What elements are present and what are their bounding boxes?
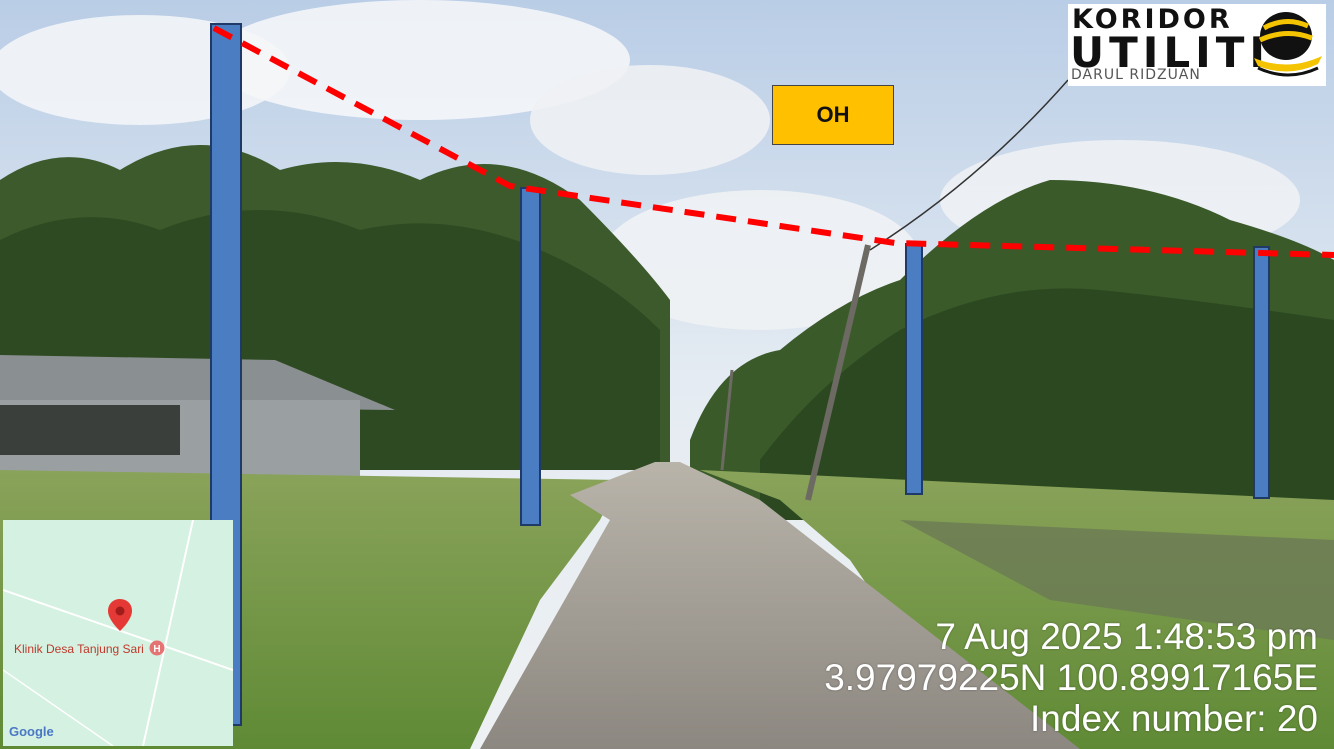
koridor-utiliti-logo: KORIDOR UTILITI DARUL RIDZUAN [1068, 4, 1326, 86]
stamp-coordinates: 3.97979225N 100.89917165E [824, 657, 1318, 698]
pole-3 [905, 243, 923, 495]
photo-stamp: 7 Aug 2025 1:48:53 pm 3.97979225N 100.89… [824, 616, 1318, 739]
globe-emblem-icon [1254, 12, 1322, 77]
location-minimap: Klinik Desa Tanjung Sari H Google [3, 520, 233, 746]
hospital-icon: H [149, 640, 165, 656]
logo-text-line2: UTILITI [1070, 28, 1271, 77]
svg-text:H: H [154, 644, 161, 655]
location-pin-icon [108, 599, 132, 631]
logo-text-line1: KORIDOR [1072, 4, 1233, 35]
pole-4 [1253, 246, 1270, 499]
overhead-line [212, 25, 1334, 258]
logo-text-line3: DARUL RIDZUAN [1071, 67, 1201, 83]
map-place-name: Klinik Desa Tanjung Sari [14, 642, 144, 656]
map-place-label: Klinik Desa Tanjung Sari H [14, 640, 165, 656]
pole-2 [520, 187, 541, 526]
oh-label: OH [772, 85, 894, 145]
stamp-datetime: 7 Aug 2025 1:48:53 pm [935, 616, 1318, 657]
stamp-index: Index number: 20 [1030, 698, 1318, 739]
map-provider-logo: Google [9, 724, 54, 739]
map-roads [3, 520, 233, 746]
